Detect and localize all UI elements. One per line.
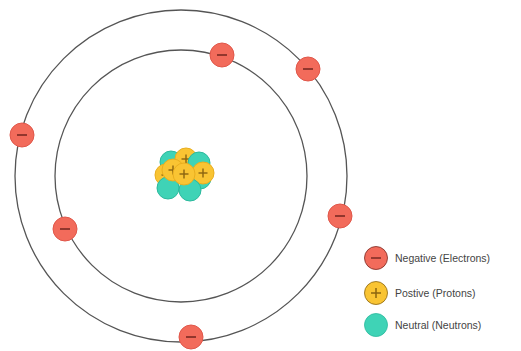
inner-orbit: [55, 50, 307, 302]
legend-label: Postive (Protons): [395, 287, 476, 299]
legend-label: Neutral (Neutrons): [395, 319, 481, 331]
nucleus: [155, 148, 214, 201]
legend-swatch: [363, 280, 389, 306]
legend-swatch: [363, 312, 389, 338]
legend-swatch: [363, 245, 389, 271]
legend-entry: Negative (Electrons): [363, 245, 490, 271]
legend-label: Negative (Electrons): [395, 252, 490, 264]
outer-orbit: [15, 10, 347, 342]
legend-color: [365, 314, 388, 337]
legend-entry: Postive (Protons): [363, 280, 476, 306]
legend-entry: Neutral (Neutrons): [363, 312, 481, 338]
legend-color: [365, 282, 388, 305]
legend-color: [365, 247, 388, 270]
